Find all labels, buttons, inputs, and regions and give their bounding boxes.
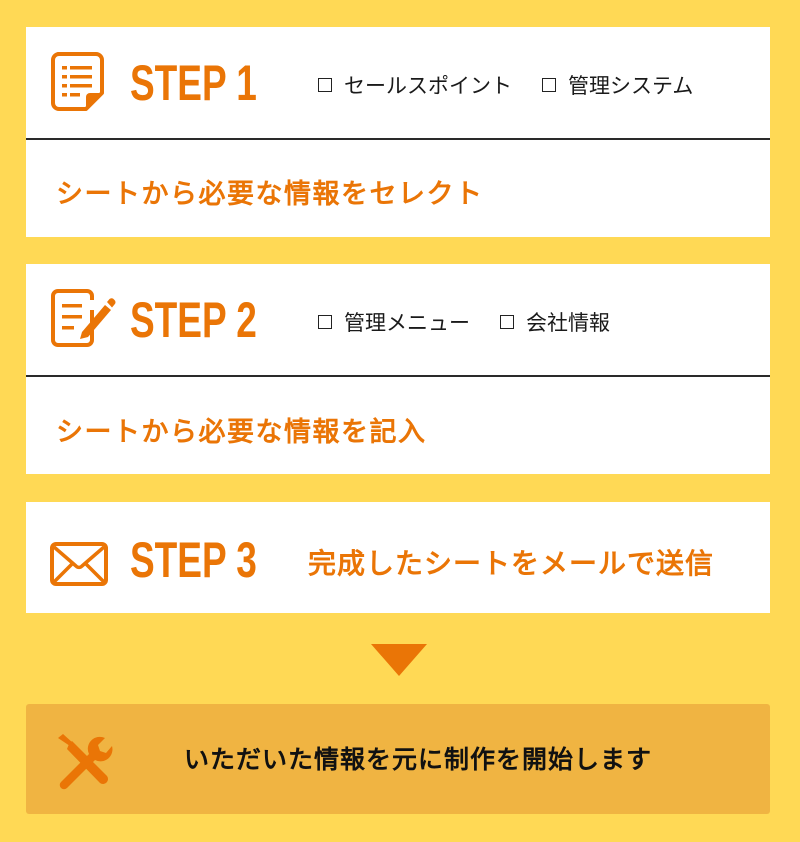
checklist-item[interactable]: 管理メニュー [318, 307, 470, 337]
checkbox-icon[interactable] [500, 315, 514, 329]
step-2-card: STEP 2 管理メニュー 会社情報 シートから必要な情報を記入 [26, 264, 770, 474]
step-3-card: STEP 3 完成したシートをメールで送信 [26, 502, 770, 613]
checkbox-icon[interactable] [318, 315, 332, 329]
checkbox-icon[interactable] [318, 78, 332, 92]
step-3-label: STEP 3 [130, 532, 257, 588]
checkbox-icon[interactable] [542, 78, 556, 92]
checklist-item[interactable]: 管理システム [542, 70, 693, 100]
step-2-checklist: 管理メニュー 会社情報 [318, 307, 610, 337]
start-production-banner: いただいた情報を元に制作を開始します [26, 704, 770, 814]
step-1-checklist: セールスポイント 管理システム [318, 70, 693, 100]
checklist-item[interactable]: セールスポイント [318, 70, 512, 100]
divider [26, 138, 770, 140]
divider [26, 375, 770, 377]
checklist-item[interactable]: 会社情報 [500, 307, 610, 337]
step-1-description: シートから必要な情報をセレクト [56, 179, 484, 210]
step-1-card: STEP 1 セールスポイント 管理システム シートから必要な情報をセレクト [26, 27, 770, 237]
down-triangle-icon [371, 644, 427, 676]
step-3-description: 完成したシートをメールで送信 [308, 547, 715, 580]
tools-icon [58, 734, 113, 790]
document-list-icon [51, 52, 104, 111]
final-message: いただいた情報を元に制作を開始します [184, 745, 653, 774]
step-2-label: STEP 2 [130, 292, 257, 348]
envelope-icon [50, 542, 108, 586]
step-2-description: シートから必要な情報を記入 [56, 417, 427, 448]
step-1-label: STEP 1 [130, 55, 257, 111]
edit-document-icon [51, 289, 116, 347]
